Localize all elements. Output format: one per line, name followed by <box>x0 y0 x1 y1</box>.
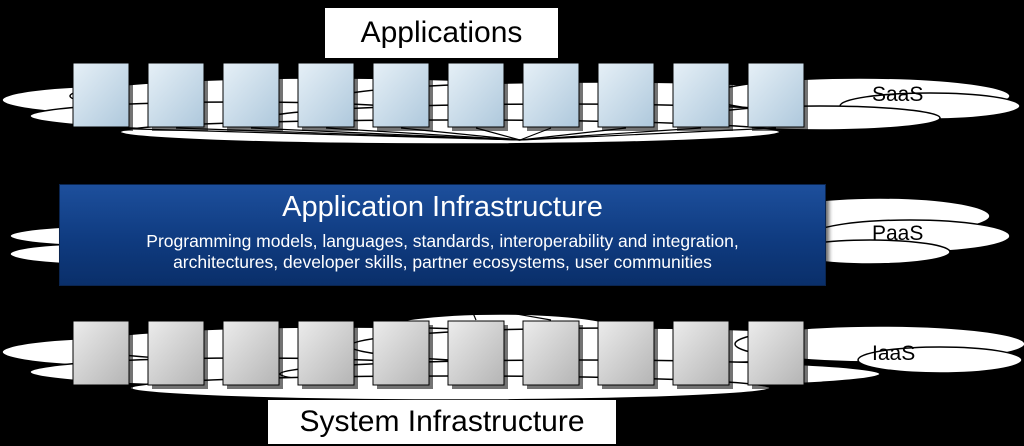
application-box <box>672 62 730 128</box>
infrastructure-box <box>597 320 655 386</box>
infrastructure-box <box>522 320 580 386</box>
description-line-2: architectures, developer skills, partner… <box>173 252 712 272</box>
infrastructure-box <box>747 320 805 386</box>
infrastructure-box-connector <box>175 305 471 321</box>
application-box <box>522 62 580 128</box>
infrastructure-box <box>447 320 505 386</box>
infrastructure-box-connector <box>400 305 471 321</box>
infrastructure-box <box>372 320 430 386</box>
application-infrastructure-description: Programming models, languages, standards… <box>60 231 825 273</box>
application-box <box>447 62 505 128</box>
infrastructure-box-connector <box>469 305 477 321</box>
application-infrastructure-box: Application Infrastructure Programming m… <box>59 184 826 286</box>
application-box-connector <box>519 127 777 141</box>
iaas-label: IaaS <box>872 342 916 365</box>
infrastructure-box <box>672 320 730 386</box>
description-line-1: Programming models, languages, standards… <box>146 231 739 251</box>
application-box-connector <box>325 127 521 141</box>
application-box <box>747 62 805 128</box>
infrastructure-box-connector <box>325 305 471 321</box>
paas-label: PaaS <box>872 222 924 245</box>
application-box <box>597 62 655 128</box>
application-box-connector <box>250 127 521 141</box>
application-box <box>222 62 280 128</box>
infrastructure-box-connector <box>250 305 471 321</box>
application-box <box>72 62 130 128</box>
infrastructure-box <box>222 320 280 386</box>
infrastructure-box <box>297 320 355 386</box>
saas-label: SaaS <box>872 83 924 106</box>
application-box <box>372 62 430 128</box>
system-infrastructure-label: System Infrastructure <box>268 400 616 444</box>
infrastructure-box-connector <box>469 305 777 321</box>
application-box <box>297 62 355 128</box>
application-infrastructure-title: Application Infrastructure <box>282 191 603 223</box>
application-box <box>147 62 205 128</box>
infrastructure-box-connector <box>469 305 552 321</box>
infrastructure-box <box>147 320 205 386</box>
application-boxes <box>72 62 808 131</box>
infrastructure-box-connector <box>469 305 627 321</box>
infrastructure-connectors <box>100 305 777 321</box>
infrastructure-boxes <box>72 320 808 389</box>
infrastructure-box <box>72 320 130 386</box>
applications-label: Applications <box>325 8 558 58</box>
